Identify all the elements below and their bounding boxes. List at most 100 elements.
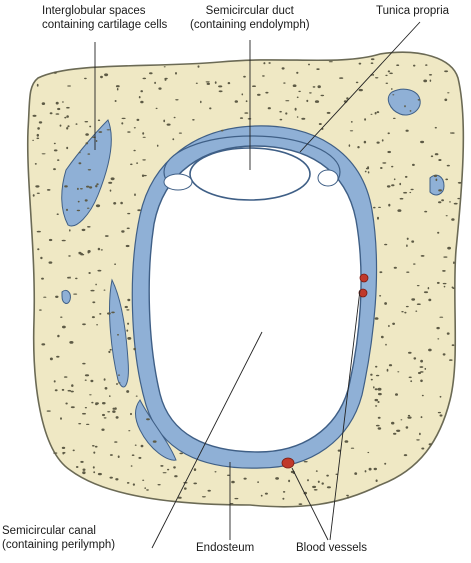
osteocyte-dot [438, 201, 442, 204]
osteocyte-dot [409, 110, 412, 112]
osteocyte-dot [109, 395, 111, 397]
osteocyte-dot [112, 410, 116, 413]
osteocyte-dot [207, 489, 211, 492]
osteocyte-dot [373, 206, 376, 209]
osteocyte-dot [283, 82, 286, 84]
osteocyte-dot [344, 440, 349, 443]
osteocyte-dot [64, 185, 68, 188]
leader-tunica [299, 21, 421, 153]
osteocyte-dot [441, 199, 444, 202]
osteocyte-dot [57, 107, 61, 111]
osteocyte-dot [46, 410, 51, 412]
osteocyte-dot [61, 388, 65, 391]
osteocyte-dot [234, 100, 238, 103]
osteocyte-dot [107, 411, 111, 413]
osteocyte-dot [95, 204, 101, 208]
osteocyte-dot [121, 117, 126, 120]
osteocyte-dot [146, 489, 149, 491]
osteocyte-dot [380, 167, 383, 169]
osteocyte-dot [96, 183, 99, 186]
osteocyte-dot [377, 401, 380, 403]
osteocyte-dot [428, 74, 433, 76]
osteocyte-dot [449, 359, 453, 361]
osteocyte-dot [49, 112, 53, 115]
osteocyte-dot [163, 119, 166, 123]
osteocyte-dot [62, 453, 65, 455]
osteocyte-dot [442, 353, 446, 356]
osteocyte-dot [388, 324, 390, 328]
osteocyte-dot [416, 303, 421, 306]
osteocyte-dot [77, 187, 79, 190]
osteocyte-dot [84, 407, 87, 409]
osteocyte-dot [167, 468, 170, 471]
osteocyte-dot [126, 482, 130, 484]
osteocyte-dot [420, 140, 425, 144]
osteocyte-dot [108, 350, 111, 354]
osteocyte-dot [385, 82, 389, 85]
osteocyte-dot [413, 357, 417, 360]
osteocyte-dot [84, 379, 87, 381]
interglobular-space [429, 174, 445, 196]
osteocyte-dot [354, 472, 358, 475]
osteocyte-dot [109, 348, 112, 351]
osteocyte-dot [265, 91, 269, 94]
osteocyte-dot [75, 466, 79, 468]
osteocyte-dot [116, 87, 119, 91]
osteocyte-dot [416, 285, 420, 287]
osteocyte-dot [163, 66, 166, 68]
osteocyte-dot [416, 439, 420, 441]
osteocyte-dot [173, 116, 176, 119]
osteocyte-dot [268, 62, 271, 64]
osteocyte-dot [89, 394, 92, 396]
osteocyte-dot [453, 261, 455, 265]
osteocyte-dot [36, 133, 39, 137]
osteocyte-dot [137, 209, 141, 212]
osteocyte-dot [82, 323, 86, 326]
osteocyte-dot [312, 86, 316, 88]
osteocyte-dot [32, 114, 37, 117]
osteocyte-dot [94, 445, 98, 448]
osteocyte-dot [328, 61, 333, 63]
osteocyte-dot [410, 188, 414, 191]
osteocyte-dot [103, 417, 107, 419]
osteocyte-dot [205, 81, 210, 83]
osteocyte-dot [92, 466, 95, 469]
osteocyte-dot [206, 82, 210, 85]
osteocyte-dot [106, 129, 111, 131]
osteocyte-dot [70, 390, 74, 393]
osteocyte-dot [347, 496, 350, 499]
osteocyte-dot [317, 480, 320, 483]
osteocyte-dot [60, 316, 63, 318]
osteocyte-dot [308, 63, 310, 66]
osteocyte-dot [374, 317, 379, 320]
osteocyte-dot [374, 398, 379, 402]
osteocyte-dot [424, 367, 427, 370]
osteocyte-dot [132, 483, 135, 486]
osteocyte-dot [142, 77, 147, 80]
osteocyte-dot [109, 189, 112, 192]
osteocyte-dot [175, 99, 179, 101]
blood-vessel [281, 457, 295, 469]
osteocyte-dot [384, 243, 388, 246]
osteocyte-dot [101, 428, 105, 431]
osteocyte-dot [61, 446, 66, 449]
osteocyte-dot [445, 178, 449, 181]
osteocyte-dot [421, 394, 424, 397]
osteocyte-dot [410, 380, 413, 383]
osteocyte-dot [417, 99, 421, 101]
osteocyte-dot [103, 378, 106, 381]
osteocyte-dot [388, 203, 391, 207]
osteocyte-dot [243, 477, 247, 480]
osteocyte-dot [63, 376, 68, 378]
osteocyte-dot [367, 171, 370, 174]
osteocyte-dot [380, 335, 384, 339]
osteocyte-dot [446, 332, 450, 335]
osteocyte-dot [115, 416, 119, 419]
osteocyte-dot [407, 414, 411, 417]
osteocyte-dot [439, 395, 442, 398]
osteocyte-dot [166, 123, 171, 126]
osteocyte-dot [376, 111, 380, 114]
osteocyte-dot [35, 185, 40, 188]
leader-blood-b [291, 467, 329, 541]
